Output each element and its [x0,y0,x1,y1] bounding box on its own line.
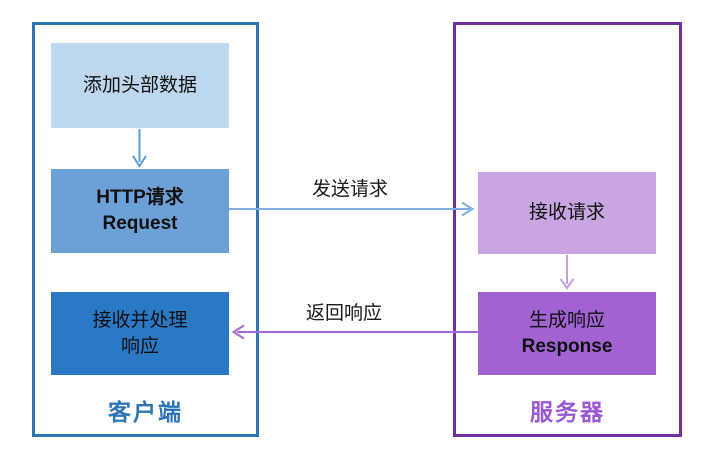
receive-request-label: 接收请求 [528,202,605,224]
generate-response-box: 生成响应 Response [478,292,656,375]
return-response-arrow-label: 返回响应 [305,303,382,324]
receive-request-box: 接收请求 [478,172,656,254]
http-request-box: HTTP请求 Request [51,169,229,253]
add-header-data-label: 添加头部数据 [82,74,197,96]
http-request-label-en: Request [102,213,178,234]
receive-process-line2: 响应 [120,335,159,357]
server-label: 服务器 [530,399,605,425]
generate-response-label-cn: 生成响应 [528,309,605,331]
receive-process-response-box: 接收并处理 响应 [51,292,229,375]
client-label: 客户端 [108,399,183,425]
receive-process-line1: 接收并处理 [92,309,188,331]
generate-response-label-en: Response [521,335,613,357]
send-request-arrow-label: 发送请求 [311,179,388,200]
http-request-label-cn: HTTP请求 [96,187,184,209]
add-header-data-box: 添加头部数据 [51,43,229,128]
